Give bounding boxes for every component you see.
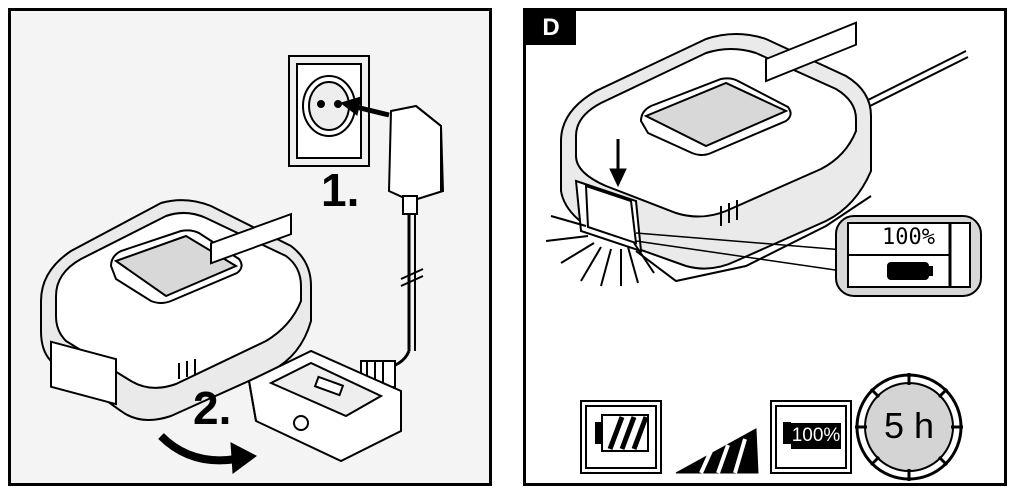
power-adapter [360, 104, 445, 388]
press-arrow [609, 139, 627, 188]
panel-d: D [523, 8, 1007, 486]
full-battery-percent: 100% [791, 423, 841, 449]
insert-arrow [339, 96, 390, 118]
panel-c-illustration [11, 11, 489, 483]
panel-d-illustration [545, 21, 982, 481]
battery-pack [40, 199, 312, 421]
charging-indicator-icon [580, 400, 662, 474]
step-2-label: 2. [193, 382, 232, 434]
slide-arrow [158, 433, 257, 474]
charge-level-ramp-icon [675, 428, 759, 474]
lcd-display [835, 215, 982, 297]
timer-dial-icon [855, 373, 963, 481]
timer-readout: 5 h [883, 405, 935, 446]
panel-d-label: D [526, 11, 576, 45]
step-1-label: 1. [321, 164, 360, 216]
charging-cradle [247, 349, 402, 463]
glow-rays [545, 215, 655, 287]
lcd-percent-readout: 100% [882, 225, 935, 250]
panel-c: C [8, 8, 492, 486]
battery-on-charger [560, 21, 872, 283]
